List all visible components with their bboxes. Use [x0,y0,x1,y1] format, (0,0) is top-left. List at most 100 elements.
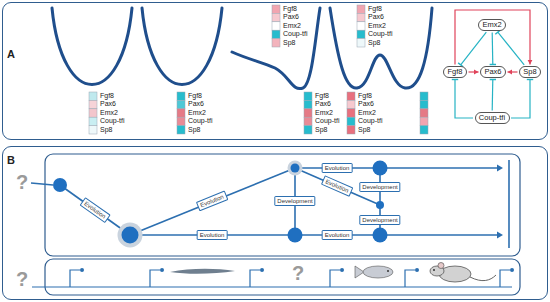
gene-square [420,126,428,134]
gene-label: Sp8 [368,39,380,47]
gene-square [357,22,365,30]
gene-label: Coup-tfi [358,117,383,125]
inhibition-bar [452,79,458,80]
gene-label: Fgf8 [283,5,297,13]
inhibition-arrow [452,80,473,119]
gene-square [89,92,97,100]
gene-label: Emx2 [188,109,206,117]
phylogeny-panel [45,259,520,295]
gene-square [304,92,312,100]
connector-line [455,80,473,119]
landscape-curves [52,8,432,89]
process-tag: Evolution [197,230,228,240]
gene-label: Coup-tfi [368,30,393,38]
gene-square [177,117,185,125]
arrowhead [497,165,503,172]
inhibition-arrow [511,80,533,119]
rat-body [439,266,471,282]
connector-line [492,80,494,111]
process-tag: Evolution [196,191,228,212]
gene-square [304,117,312,125]
connector-line [492,33,494,65]
fish-figure [355,266,393,278]
gene-label: Emx2 [283,22,301,30]
state-circles [53,161,388,248]
expression-columns [89,5,428,134]
gene-label: Fgf8 [368,5,382,13]
unknown-mark: ? [292,263,304,283]
lamprey-figure [170,269,235,274]
gene-label: Emx2 [368,22,386,30]
evolution-panel [45,154,520,256]
gene-square [89,126,97,134]
state-circle [373,161,388,176]
gene-square [347,109,355,117]
gene-label: Fgf8 [100,92,114,100]
gene-label: Sp8 [283,39,295,47]
gene-label: Emx2 [358,109,376,117]
process-tag: Development [359,182,400,192]
process-tag: Evolution [321,175,353,196]
branch-dot [510,268,514,272]
phylogeny-branch [405,270,415,287]
gene-square [420,117,428,125]
gene-square [304,100,312,108]
trajectory-line [380,167,498,169]
gene-label: Pax6 [100,100,116,108]
gene-label: Coup-tfi [188,117,213,125]
phylogeny-branch [250,270,260,287]
gene-label: Pax6 [358,100,374,108]
arrowhead [508,70,513,75]
trajectory-line [130,168,295,235]
gene-label: Coup-tfi [100,117,125,125]
phylogeny-branch [70,270,80,287]
gene-square [357,30,365,38]
gene-square [347,92,355,100]
gene-square [272,39,280,47]
state-circle [53,178,67,192]
activation-arrow [455,10,532,65]
gene-node: Pax6 [480,66,506,78]
trajectory-lines [31,160,509,248]
state-circle [288,228,303,243]
arrowhead [497,232,503,239]
process-tag: Evolution [322,163,353,173]
gene-label: Coup-tfi [283,30,308,38]
gene-square [347,100,355,108]
branch-dot [415,268,419,272]
gene-square [272,30,280,38]
gene-square [89,100,97,108]
gene-label: Fgf8 [358,92,372,100]
connector-line [455,10,530,65]
gene-node: Fgf8 [443,66,467,78]
connector-line [498,32,524,65]
branch-dot [160,268,164,272]
inhibition-arrow [458,32,486,67]
rat-ear [438,263,444,269]
branch-dot [80,268,84,272]
gene-square [272,22,280,30]
inhibition-arrow [495,30,524,65]
gene-square [304,109,312,117]
gene-square [177,126,185,134]
gene-label: Emx2 [100,109,118,117]
circle-halo [118,223,143,248]
gene-label: Sp8 [358,126,370,134]
connector-line [461,32,487,65]
gene-square [304,126,312,134]
gene-square [177,109,185,117]
gene-label: Emx2 [315,109,333,117]
fish-tail [355,266,364,278]
state-circle [122,227,139,244]
gene-square [347,126,355,134]
gene-name: Emx2 [482,21,501,29]
trajectory-line [60,185,130,235]
gene-label: Pax6 [283,13,299,21]
gene-square [177,92,185,100]
rat-tail [470,275,496,281]
gene-node: Emx2 [478,19,506,31]
tilted-well [232,8,320,89]
gene-label: Pax6 [368,13,384,21]
inhibition-bar [490,79,496,81]
